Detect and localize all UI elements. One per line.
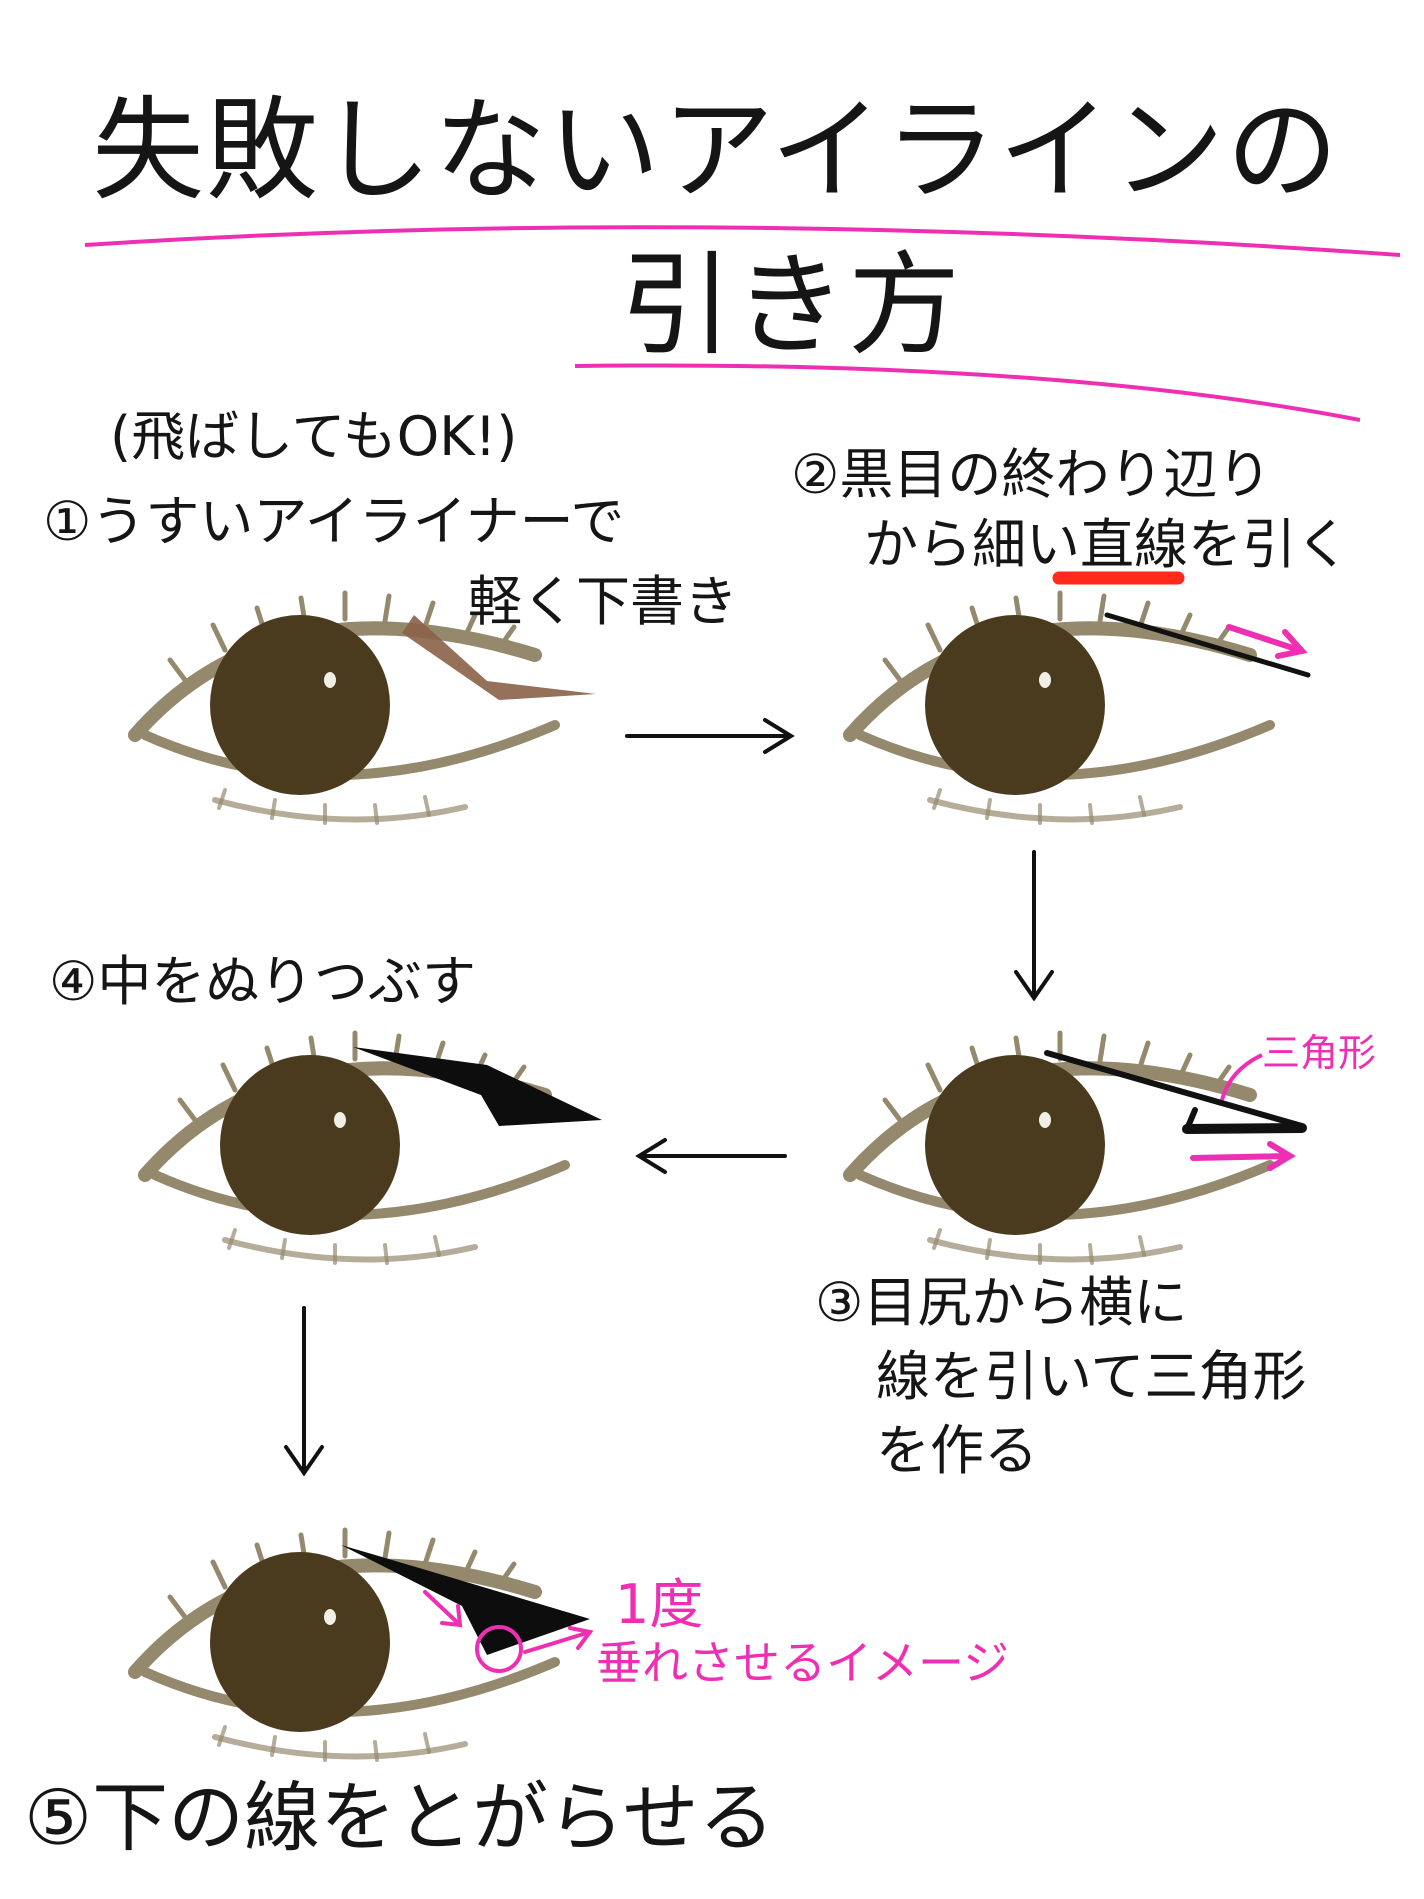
step3-text-2: 線を引いて三角形 [876,1345,1307,1408]
step1-text-2: 軽く下書き [468,570,738,633]
arrow-left-icon [635,1138,787,1174]
arrow-down-icon [284,1306,324,1477]
pink-arrow-icon [1190,1141,1296,1171]
horizontal-liner-line [1182,1123,1307,1134]
title-line-1: 失敗しないアイラインの [92,86,1341,216]
draft-liner-stroke [402,615,596,700]
title-line-2: 引き方 [620,241,962,371]
step3-text-1: ③目尻から横に [815,1271,1188,1334]
step5-annotation-1: 1度 [615,1573,704,1636]
eye-step2 [850,593,1270,823]
pointer-curve [1220,1053,1263,1101]
step5-text: ⑤下の線をとがらせる [24,1773,775,1862]
step5-annotation-2: 垂れさせるイメージ [596,1636,1010,1690]
triangle-annotation: 三角形 [1262,1031,1377,1075]
step2-text-1: ②黒目の終わり辺り [791,443,1272,506]
title-underline-1 [84,225,1401,257]
step1-text-1: ①うすいアイライナーで [43,490,625,553]
step2-text-2: から細い直線を引く [864,513,1350,576]
title-underline-2 [574,363,1361,422]
pink-arrow-icon [423,1590,463,1628]
arrow-right-icon [625,718,795,754]
filled-liner-wing [353,1047,602,1126]
step3-text-3: を作る [876,1419,1038,1482]
step4-text: ④中をぬりつぶす [49,950,476,1013]
pink-arrow-icon [523,1626,594,1654]
arrow-down-icon [1014,850,1054,1002]
step1-note: (飛ばしてもOK!) [110,405,518,468]
eye-step4 [145,1033,565,1263]
eye-step3 [850,1033,1270,1263]
pink-arrow-icon [1226,624,1308,659]
pink-circle-mark [475,1625,523,1673]
pointed-liner-wing [341,1545,590,1655]
thin-liner-line [1104,612,1311,678]
